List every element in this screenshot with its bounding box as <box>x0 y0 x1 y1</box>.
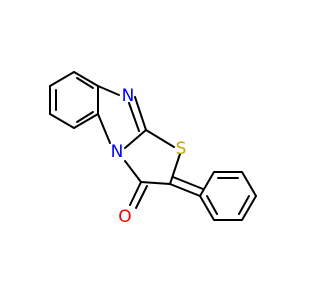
bond <box>241 171 257 197</box>
bond <box>169 153 181 185</box>
bond <box>73 71 99 87</box>
nitrogen-ring-label: N <box>111 142 124 162</box>
bond <box>241 195 257 221</box>
bond <box>172 176 204 190</box>
bond <box>49 71 75 87</box>
molecule-structure-diagram: N N S O <box>49 71 257 227</box>
bond-double-inner <box>206 195 218 215</box>
benzo-ring <box>49 71 99 129</box>
benzylidene-double-bond <box>169 176 204 197</box>
bond-double-inner <box>76 111 94 123</box>
phenyl-ring <box>199 171 257 221</box>
oxygen-label: O <box>118 207 131 227</box>
bond <box>199 171 215 197</box>
carbonyl-group <box>129 181 148 209</box>
bond-double-inner <box>76 77 94 89</box>
bond <box>199 195 215 221</box>
bond <box>145 129 175 148</box>
bond <box>129 181 142 206</box>
bond <box>124 160 142 183</box>
bond <box>49 113 75 129</box>
bond <box>73 113 99 129</box>
bond <box>124 129 147 149</box>
bond <box>169 183 201 197</box>
imidazole-ring <box>97 85 147 149</box>
sulfur-label: S <box>176 139 187 159</box>
bond <box>134 96 147 131</box>
bond <box>140 181 171 185</box>
bond <box>97 113 111 144</box>
nitrogen-imine-label: N <box>122 86 135 106</box>
bond <box>135 185 148 209</box>
bond <box>97 85 120 96</box>
bond-double-inner <box>128 102 140 132</box>
bond-double-inner <box>238 195 250 215</box>
thiazolone-ring <box>124 129 181 185</box>
